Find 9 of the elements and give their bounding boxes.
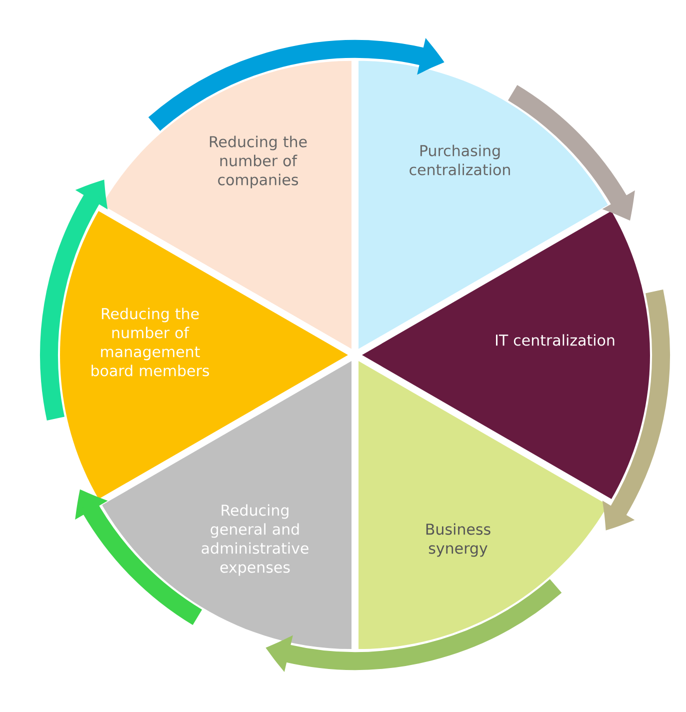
cycle-arrow [148, 40, 443, 132]
cycle-arrow [267, 578, 562, 670]
pie-sector: IT centralization [362, 211, 650, 499]
cycle-arrow [603, 290, 670, 530]
pie-sector: Business synergy [358, 361, 608, 650]
cycle-arrow [76, 490, 202, 625]
cycle-arrow [40, 180, 107, 420]
cycle-arrow [508, 85, 634, 220]
pie-sector: Reducing the number of management board members [60, 211, 348, 499]
